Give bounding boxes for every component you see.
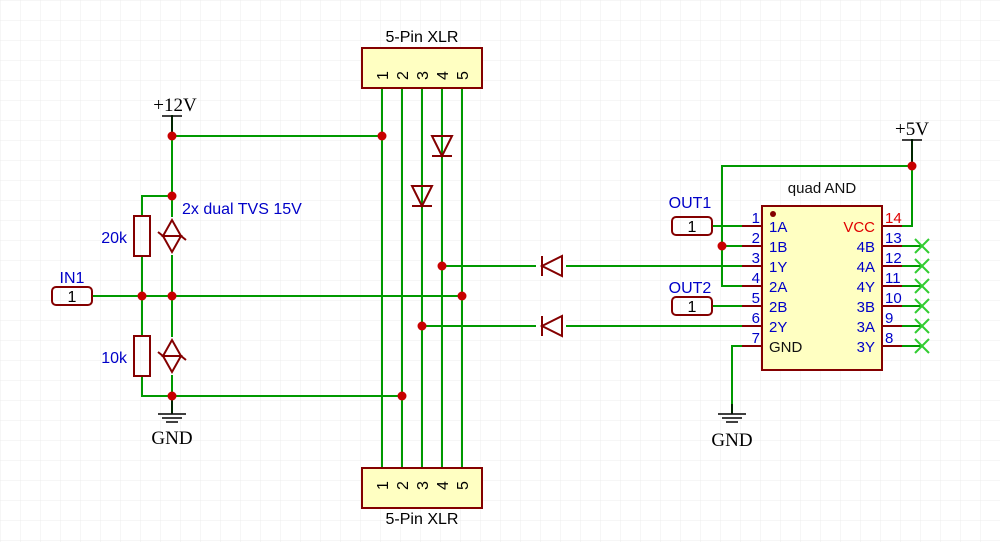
ic-pin-name-3y: 3Y	[857, 339, 875, 356]
port-out1-num: 1	[688, 219, 697, 236]
port-in1: IN1 1	[51, 270, 93, 306]
ic-pin1-marker	[770, 211, 776, 217]
ic-pin-name-1y: 1Y	[769, 259, 787, 276]
xlr-bottom-label: 5-Pin XLR	[386, 511, 459, 528]
ic-pin-name-4a: 4A	[857, 259, 875, 276]
ic-pin-num-5: 5	[752, 290, 760, 307]
ground-right-label: GND	[711, 430, 752, 451]
port-in1-label: IN1	[60, 270, 85, 287]
power-12v-label: +12V	[153, 95, 197, 116]
ic-pin-name-2a: 2A	[769, 279, 787, 296]
ic-pin-name-3b: 3B	[857, 299, 875, 316]
resistor-10k-icon	[133, 335, 151, 377]
ic-pin-num-14: 14	[885, 210, 902, 227]
ic-pin-name-vcc: VCC	[843, 219, 875, 236]
junction-dot	[397, 391, 407, 401]
resistor-20k-label: 20k	[101, 230, 128, 247]
port-out2-num: 1	[688, 299, 697, 316]
port-out2: OUT2 1	[669, 280, 713, 316]
diode-pin3-icon	[410, 185, 434, 209]
ic-pin-num-13: 13	[885, 230, 902, 247]
tvs-diode-upper-icon	[157, 217, 187, 255]
ic-pin-num-9: 9	[885, 310, 893, 327]
ic-pin-num-12: 12	[885, 250, 902, 267]
junction-dot	[167, 391, 177, 401]
junctions	[137, 131, 917, 401]
ic-pin-name-2b: 2B	[769, 299, 787, 316]
wires	[91, 87, 923, 469]
ground-left-icon: GND	[151, 396, 193, 449]
junction-dot	[717, 241, 727, 251]
xlr-bottom-pin5: 5	[455, 481, 472, 490]
ic-name: quad AND	[788, 180, 857, 197]
ic-pin-num-1: 1	[752, 210, 760, 227]
junction-dot	[137, 291, 147, 301]
ic-pin-name-3a: 3A	[857, 319, 875, 336]
no-connect-icon	[914, 318, 930, 334]
ic-pin-num-11: 11	[885, 270, 901, 287]
xlr-bottom-pin2: 2	[395, 481, 412, 490]
xlr-connector-bottom: 5-Pin XLR 1 2 3 4 5	[361, 467, 483, 528]
ic-pin-name-1a: 1A	[769, 219, 787, 236]
ic-pin-num-4: 4	[752, 270, 760, 287]
port-out2-label: OUT2	[669, 280, 712, 297]
ground-left-label: GND	[151, 428, 192, 449]
tvs-label: 2x dual TVS 15V	[182, 201, 302, 218]
ic-pin-num-2: 2	[752, 230, 760, 247]
ic-pin-num-10: 10	[885, 290, 902, 307]
ic-quad-and: quad AND 1 2 3 4 5 6 7 1A 1B 1Y 2A 2B 2Y…	[742, 180, 902, 371]
xlr-bottom-pin3: 3	[415, 481, 432, 490]
port-out1-label: OUT1	[669, 195, 712, 212]
ic-pin-name-4y: 4Y	[857, 279, 875, 296]
no-connect-icon	[914, 338, 930, 354]
junction-dot	[167, 191, 177, 201]
junction-dot	[167, 291, 177, 301]
junction-dot	[167, 131, 177, 141]
resistor-10k-label: 10k	[101, 350, 128, 367]
xlr-bottom-pin4: 4	[435, 481, 452, 490]
xlr-bottom-pin1: 1	[375, 481, 392, 490]
xlr-top-pin3: 3	[415, 71, 432, 80]
ic-pin-num-8: 8	[885, 330, 893, 347]
junction-dot	[457, 291, 467, 301]
tvs-diode-lower-icon	[157, 337, 187, 375]
diode-pin4-icon	[430, 135, 454, 159]
junction-dot	[437, 261, 447, 271]
diode-2y-icon	[536, 314, 566, 338]
no-connect-markers	[914, 238, 930, 354]
ic-pin-name-1b: 1B	[769, 239, 787, 256]
port-in1-num: 1	[68, 289, 77, 306]
junction-dot	[417, 321, 427, 331]
xlr-top-label: 5-Pin XLR	[386, 29, 459, 46]
ic-pin-num-3: 3	[752, 250, 760, 267]
ic-pin-num-6: 6	[752, 310, 760, 327]
xlr-top-pin4: 4	[435, 71, 452, 80]
ic-body	[761, 205, 883, 371]
resistor-20k-icon	[133, 215, 151, 257]
power-5v-symbol: +5V	[895, 119, 929, 166]
no-connect-icon	[914, 238, 930, 254]
junction-dot	[907, 161, 917, 171]
xlr-top-pin2: 2	[395, 71, 412, 80]
no-connect-icon	[914, 258, 930, 274]
diode-1y-icon	[536, 254, 566, 278]
port-out1: OUT1 1	[669, 195, 713, 236]
ic-pin-num-7: 7	[752, 330, 760, 347]
xlr-bottom-body	[361, 467, 483, 509]
no-connect-icon	[914, 298, 930, 314]
ground-right-icon: GND	[711, 404, 753, 451]
ic-pin-name-gnd: GND	[769, 339, 803, 356]
no-connect-icon	[914, 278, 930, 294]
xlr-connector-top: 5-Pin XLR 1 2 3 4 5	[361, 29, 483, 89]
ic-pin-name-2y: 2Y	[769, 319, 787, 336]
junction-dot	[377, 131, 387, 141]
xlr-top-pin1: 1	[375, 71, 392, 80]
xlr-top-body	[361, 47, 483, 89]
ic-pin-name-4b: 4B	[857, 239, 875, 256]
power-5v-label: +5V	[895, 119, 929, 140]
xlr-top-pin5: 5	[455, 71, 472, 80]
